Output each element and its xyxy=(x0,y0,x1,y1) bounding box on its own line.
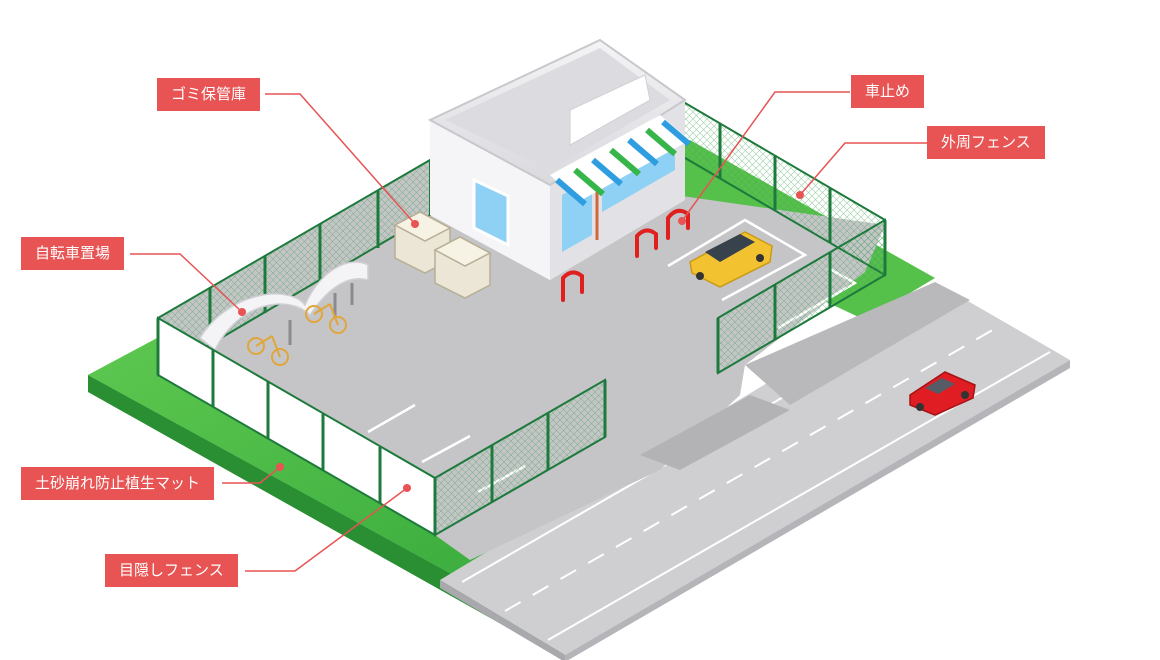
callout-garbage: ゴミ保管庫 xyxy=(157,78,261,111)
callout-outer-fence: 外周フェンス xyxy=(927,126,1045,159)
leader-bicycle xyxy=(130,253,243,313)
striped-awning-icon xyxy=(550,115,691,207)
leader-erosion-mat xyxy=(222,466,281,484)
car-icon xyxy=(689,231,773,288)
leader-car-stop xyxy=(681,91,850,222)
leader-outer-fence xyxy=(799,142,927,196)
callout-dot-bicycle xyxy=(238,308,246,316)
callout-leaders xyxy=(130,91,927,572)
leader-garbage xyxy=(265,93,416,225)
callout-dot-screen-fence xyxy=(403,484,411,492)
store-building-icon xyxy=(427,38,691,280)
callout-dot-car-stop xyxy=(678,217,686,225)
callout-erosion-mat: 土砂崩れ防止植生マット xyxy=(21,467,215,500)
garbage-bin-icon xyxy=(393,211,492,299)
bicycle-icon xyxy=(305,303,347,334)
callout-dot-outer-fence xyxy=(796,191,804,199)
road xyxy=(440,282,1070,660)
callout-dot-garbage xyxy=(411,220,419,228)
leader-screen-fence xyxy=(245,487,408,572)
callout-screen-fence: 目隠しフェンス xyxy=(105,554,238,587)
bicycle-shelter xyxy=(199,261,369,366)
callout-car-stop: 車止め xyxy=(851,75,925,108)
callout-bicycle: 自転車置場 xyxy=(21,237,125,270)
callout-dots xyxy=(238,191,804,492)
outer-fence-front xyxy=(434,218,887,537)
car-icon xyxy=(909,371,976,416)
bicycle-icon xyxy=(247,335,289,366)
callout-dot-erosion-mat xyxy=(276,463,284,471)
